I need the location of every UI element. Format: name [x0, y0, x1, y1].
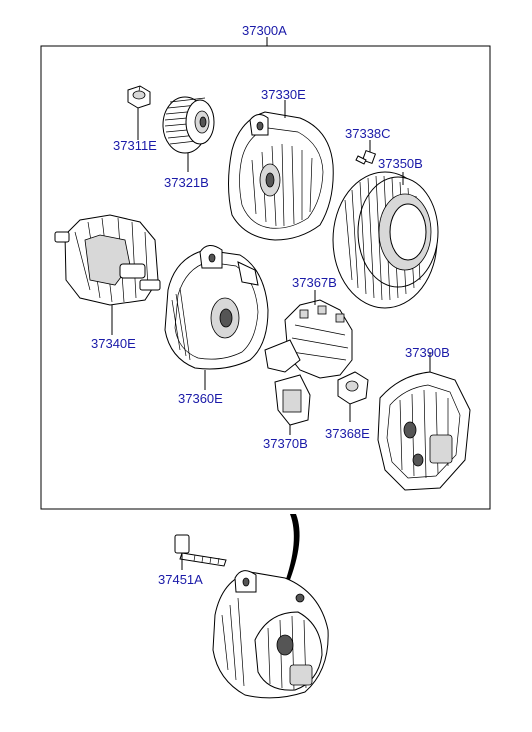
mounting-bolt-drawing: [174, 534, 227, 570]
rear-cover-drawing: [377, 352, 471, 491]
assembled-alternator-drawing: [212, 570, 329, 699]
label-small-bolt: 37338C: [345, 126, 391, 141]
label-stator: 37350B: [378, 156, 423, 171]
rotor-drawing: [54, 214, 161, 335]
label-mounting-bolt: 37451A: [158, 572, 203, 587]
label-regulator: 37370B: [263, 436, 308, 451]
label-rear-bracket: 37360E: [178, 391, 223, 406]
label-terminal: 37368E: [325, 426, 370, 441]
stator-drawing: [332, 171, 439, 309]
label-rear-cover: 37390B: [405, 345, 450, 360]
label-front-bracket: 37330E: [261, 87, 306, 102]
pulley-drawing: [162, 96, 215, 172]
terminal-drawing: [337, 371, 369, 422]
label-nut: 37311E: [113, 138, 157, 153]
rear-bracket-drawing: [164, 245, 269, 390]
assembly-arrow: [284, 514, 300, 585]
nut-drawing: [127, 85, 151, 140]
small-bolt-drawing: [355, 140, 377, 165]
brush-holder-drawing: [264, 290, 353, 379]
label-brush-holder: 37367B: [292, 275, 337, 290]
regulator-drawing: [274, 374, 311, 435]
assembly-frame: [40, 45, 491, 510]
front-bracket-drawing: [228, 100, 334, 241]
label-rotor: 37340E: [91, 336, 136, 351]
label-pulley: 37321B: [164, 175, 209, 190]
assembly-title: 37300A: [242, 23, 287, 38]
